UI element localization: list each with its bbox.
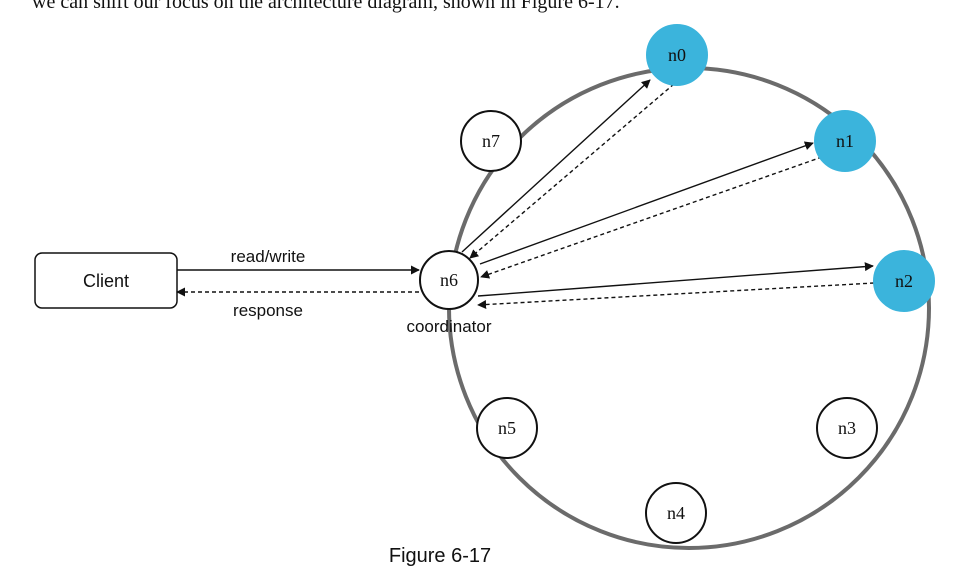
response-label: response	[233, 301, 303, 320]
node-label-n6: n6	[440, 270, 458, 290]
node-label-n7: n7	[482, 131, 500, 151]
node-n7: n7	[460, 110, 522, 172]
node-label-n2: n2	[895, 271, 913, 291]
ack-arrow-n2	[477, 282, 875, 310]
node-label-n0: n0	[668, 45, 686, 65]
replicate-arrow-n1	[479, 141, 814, 265]
replicate-arrow-n0	[461, 79, 651, 253]
coordinator-label: coordinator	[406, 317, 491, 336]
figure-caption: Figure 6-17	[389, 545, 491, 567]
node-n0: n0	[646, 24, 708, 86]
node-n1: n1	[814, 110, 876, 172]
node-n5: n5	[476, 397, 538, 459]
node-label-n3: n3	[838, 418, 856, 438]
ack-arrow-n0	[469, 83, 675, 259]
node-label-n5: n5	[498, 418, 516, 438]
ack-arrow-n1	[480, 156, 823, 279]
node-label-n4: n4	[667, 503, 685, 523]
node-n6: n6	[419, 250, 479, 310]
node-n3: n3	[816, 397, 878, 459]
node-n4: n4	[645, 482, 707, 544]
node-n2: n2	[873, 250, 935, 312]
client-label: Client	[83, 271, 129, 291]
request-label: read/write	[231, 247, 306, 266]
intro-text: we can shift our focus on the architectu…	[32, 0, 620, 13]
replicate-arrow-n2	[477, 262, 874, 297]
client-box: Client	[34, 252, 178, 309]
node-label-n1: n1	[836, 131, 854, 151]
